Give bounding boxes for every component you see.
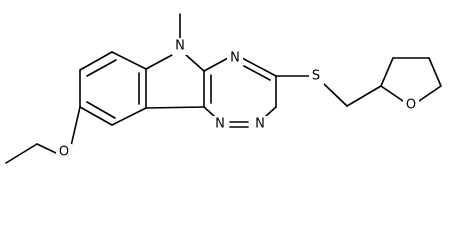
bond (145, 106, 205, 109)
structure-diagram: N N N N S O O (5, 13, 442, 164)
bond (380, 85, 404, 102)
bond (241, 57, 277, 77)
bond (185, 54, 205, 72)
bond (86, 101, 116, 119)
atom-label-n1: N (175, 39, 185, 54)
atom-label-n4: N (215, 117, 225, 132)
bond (418, 85, 442, 102)
pyrrole-ring (145, 54, 212, 109)
bond (243, 65, 271, 81)
molecule-drawing: N N N N S O O (5, 13, 442, 164)
bond (86, 59, 117, 77)
atom-o2: O (56, 144, 72, 161)
bond (79, 106, 113, 126)
atom-n2: N (227, 50, 243, 67)
bond (203, 57, 229, 72)
bond (5, 143, 38, 164)
ethoxy-group (5, 106, 81, 164)
atom-label-o2: O (59, 145, 69, 160)
atom-label-s1: S (312, 69, 320, 84)
atom-o1: O (403, 97, 419, 114)
bond (380, 57, 394, 87)
bond (111, 51, 147, 70)
bond (323, 83, 348, 107)
bond (203, 106, 215, 117)
bond (111, 107, 147, 126)
bond (346, 85, 382, 107)
atom-s1: S (309, 68, 324, 85)
atom-label-n3: N (255, 117, 265, 132)
atom-label-n2: N (230, 51, 240, 66)
bond (36, 143, 57, 154)
thf-ring (380, 57, 442, 102)
atom-n3: N (252, 116, 268, 133)
atom-label-o1: O (406, 98, 416, 113)
bond (265, 106, 277, 117)
bond (79, 51, 113, 71)
bond (145, 54, 173, 70)
bond (428, 57, 442, 87)
side-chain (275, 75, 382, 107)
atom-n1: N (172, 38, 188, 55)
atom-n4: N (212, 116, 228, 133)
benzene-ring (79, 51, 147, 126)
triazine-ring (203, 57, 277, 128)
bond (70, 106, 81, 147)
